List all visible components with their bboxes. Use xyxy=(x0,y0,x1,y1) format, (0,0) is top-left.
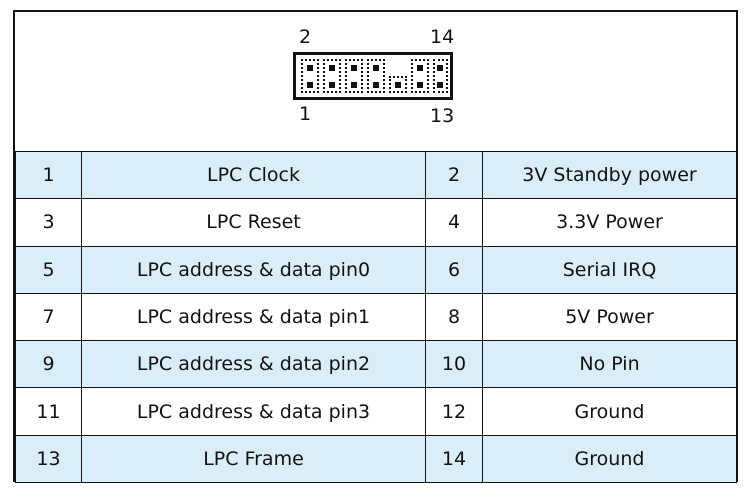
pin-label-top-right: 14 xyxy=(430,26,455,48)
pin-number: 9 xyxy=(15,340,82,389)
signal-name: 3V Standby power xyxy=(482,150,737,200)
signal-name: LPC address & data pin3 xyxy=(81,387,426,436)
pinout-table: 1 LPC Clock 2 3V Standby power 3 LPC Res… xyxy=(15,150,737,484)
signal-name: LPC address & data pin1 xyxy=(81,292,426,342)
pin-number: 8 xyxy=(425,292,483,342)
pin-number: 10 xyxy=(425,340,483,389)
table-row: 1 LPC Clock 2 3V Standby power xyxy=(15,150,737,200)
pin-label-bottom-left: 1 xyxy=(299,103,312,125)
pin-dot xyxy=(351,65,357,71)
signal-name: No Pin xyxy=(482,340,737,389)
pin-pair-box xyxy=(345,59,363,93)
pin-header-icon xyxy=(293,52,453,100)
pin-dot xyxy=(329,82,335,88)
pin-number: 2 xyxy=(425,150,483,200)
pin-dot xyxy=(417,65,423,71)
signal-name: Ground xyxy=(482,434,737,484)
pin-label-bottom-right: 13 xyxy=(430,105,455,127)
pin-number: 3 xyxy=(15,198,82,247)
signal-name: LPC Reset xyxy=(81,198,426,247)
signal-name: Serial IRQ xyxy=(482,245,737,294)
signal-name: 5V Power xyxy=(482,292,737,342)
pin-number: 14 xyxy=(425,434,483,484)
pin-number: 5 xyxy=(15,245,82,294)
pin-dot xyxy=(329,65,335,71)
pin-dot xyxy=(307,65,313,71)
pin-dot xyxy=(373,65,379,71)
pin-dot xyxy=(417,82,423,88)
pin-number: 6 xyxy=(425,245,483,294)
pin-dot xyxy=(437,82,443,88)
pin-number: 7 xyxy=(15,292,82,342)
signal-name: 3.3V Power xyxy=(482,198,737,247)
pin-pair-box xyxy=(367,59,385,93)
table-row: 3 LPC Reset 4 3.3V Power xyxy=(15,198,737,247)
pin-dot xyxy=(395,82,401,88)
pin-number: 13 xyxy=(15,434,82,484)
table-row: 13 LPC Frame 14 Ground xyxy=(15,434,737,484)
signal-name: Ground xyxy=(482,387,737,436)
pin-label-top-left: 2 xyxy=(299,26,312,48)
pin-number: 12 xyxy=(425,387,483,436)
signal-name: LPC address & data pin0 xyxy=(81,245,426,294)
signal-name: LPC Frame xyxy=(81,434,426,484)
table-row: 9 LPC address & data pin2 10 No Pin xyxy=(15,340,737,389)
table-row: 11 LPC address & data pin3 12 Ground xyxy=(15,387,737,436)
pin-dot xyxy=(307,82,313,88)
table-row: 7 LPC address & data pin1 8 5V Power xyxy=(15,292,737,342)
pin-number: 11 xyxy=(15,387,82,436)
connector-diagram: 2 14 1 13 xyxy=(15,12,736,151)
pin-dot xyxy=(437,65,443,71)
table-row: 5 LPC address & data pin0 6 Serial IRQ xyxy=(15,245,737,294)
signal-name: LPC Clock xyxy=(81,150,426,200)
pin-pair-box xyxy=(323,59,341,93)
pin-dot xyxy=(373,82,379,88)
pin-pair-box xyxy=(433,59,448,93)
signal-name: LPC address & data pin2 xyxy=(81,340,426,389)
pin-pair-box xyxy=(389,76,407,93)
pinout-frame: 2 14 1 13 xyxy=(13,10,738,484)
pin-number: 4 xyxy=(425,198,483,247)
pin-pair-box xyxy=(301,59,319,93)
pin-pair-box xyxy=(411,59,429,93)
pin-dot xyxy=(351,82,357,88)
pin-number: 1 xyxy=(15,150,82,200)
